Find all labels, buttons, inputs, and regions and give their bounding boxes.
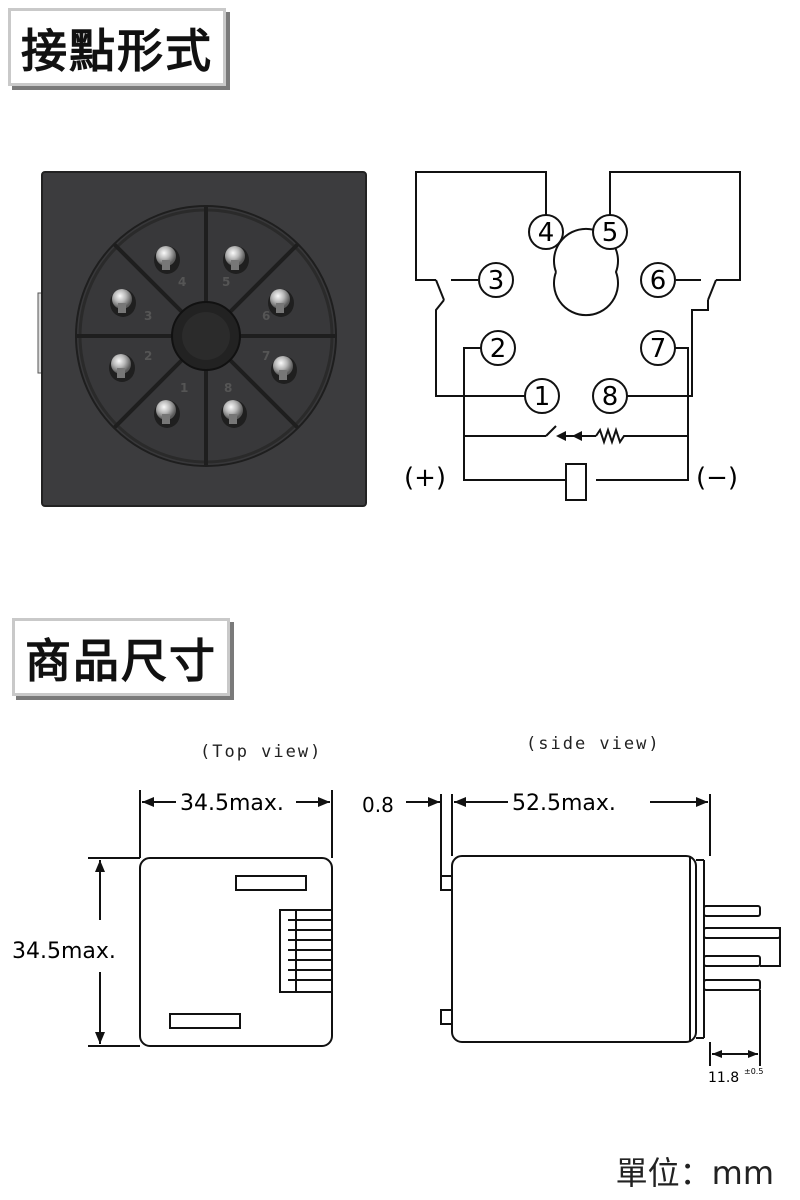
socket-number: 1 <box>180 381 188 395</box>
section-title-size: 商品尺寸 <box>12 618 230 696</box>
pin-label: 8 <box>602 382 619 412</box>
pin-label: 7 <box>650 334 667 364</box>
top-height-label: 34.5max. <box>12 939 116 964</box>
pin-label: 6 <box>650 266 667 296</box>
socket-number: 4 <box>178 275 186 289</box>
pin-length-label: 11.8 <box>708 1070 739 1086</box>
pin-label: 3 <box>488 266 505 296</box>
top-width-label: 34.5max. <box>180 791 284 816</box>
socket-number: 6 <box>262 309 270 323</box>
unit-label: 單位：mm <box>615 1154 774 1192</box>
pin-label: 5 <box>602 218 619 248</box>
side-length-label: 52.5max. <box>512 791 616 816</box>
section-title-size-text: 商品尺寸 <box>25 634 217 688</box>
section-title-contact-text: 接點形式 <box>21 24 213 78</box>
side-view-label: (side view) <box>526 734 661 754</box>
socket-number: 7 <box>262 349 270 363</box>
socket-number: 3 <box>144 309 152 323</box>
pin-label: 2 <box>490 334 507 364</box>
minus-label: (−) <box>696 463 738 493</box>
socket-number: 8 <box>224 381 232 395</box>
socket-pins <box>109 246 297 428</box>
plus-label: (+) <box>404 463 446 493</box>
side-offset-label: 0.8 <box>362 793 394 817</box>
pin-tolerance-label: ±0.5 <box>744 1067 763 1076</box>
dimension-drawing: 34.5max. 34.5max. 0.8 52.5max. 11.8 ±0.5 <box>12 790 781 1086</box>
section-title-contact: 接點形式 <box>8 8 226 86</box>
socket-photo: 4 5 3 6 2 7 1 8 <box>37 171 367 507</box>
socket-number: 2 <box>144 349 152 363</box>
top-view-label: (Top view) <box>200 742 323 762</box>
pin-label: 4 <box>538 218 555 248</box>
socket-number: 5 <box>222 275 230 289</box>
wiring-diagram: 1 2 3 4 5 6 7 8 (+) (−) <box>404 171 741 501</box>
pin-label: 1 <box>534 382 551 412</box>
